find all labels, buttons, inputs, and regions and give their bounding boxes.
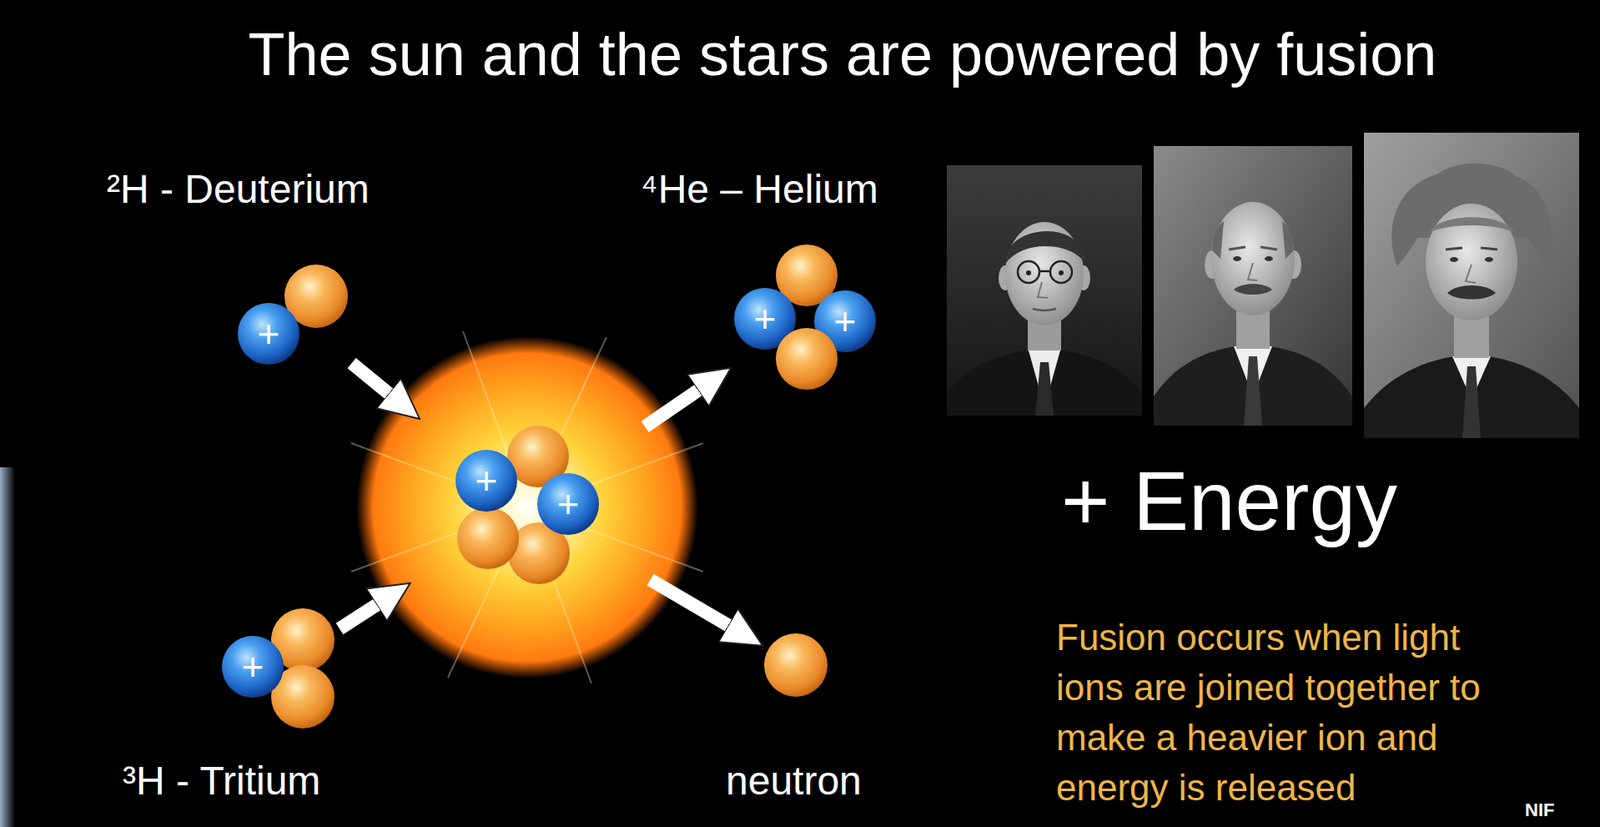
scientist-portrait bbox=[1484, 256, 1494, 262]
watermark: NIF bbox=[1524, 799, 1555, 821]
scientist-portrait bbox=[1447, 285, 1496, 300]
scientist-portrait bbox=[1232, 256, 1242, 262]
reaction-arrow bbox=[339, 596, 390, 629]
fusion-glow bbox=[573, 442, 704, 491]
scientist-portrait bbox=[1058, 270, 1064, 276]
scientist-portrait bbox=[1153, 145, 1353, 426]
scientist-portrait bbox=[1037, 281, 1048, 298]
explanatory-note: Fusion occurs when light ions are joined… bbox=[1056, 612, 1536, 813]
tritium-nucleus: ³H - Tritium+ bbox=[221, 607, 336, 730]
reaction-arrow bbox=[644, 382, 711, 428]
particle-label: ²H - Deuterium bbox=[106, 165, 370, 214]
scientist-portrait bbox=[1233, 283, 1273, 295]
scientist-portrait bbox=[1032, 308, 1057, 311]
fusion-glow bbox=[462, 331, 511, 461]
neutron-particle: neutron bbox=[764, 633, 828, 697]
scientist-portrait bbox=[1005, 231, 1086, 264]
scientist-portrait bbox=[1153, 344, 1353, 426]
edge-glow bbox=[0, 467, 16, 827]
scientist-portrait bbox=[1212, 221, 1224, 259]
fusion-glow bbox=[573, 523, 704, 572]
particle-label: neutron bbox=[725, 756, 862, 806]
scientist-portrait bbox=[1050, 261, 1072, 283]
energy-label: + Energy bbox=[1061, 450, 1398, 551]
scientist-portrait bbox=[1425, 203, 1518, 321]
neutron-sphere bbox=[775, 327, 838, 390]
scientist-portrait bbox=[1228, 246, 1246, 250]
scientist-portrait bbox=[1462, 366, 1481, 438]
scientist-portrait bbox=[1480, 247, 1498, 250]
particle-outline bbox=[764, 633, 828, 697]
scientist-portrait bbox=[1211, 201, 1295, 316]
fusion-reaction: ++ bbox=[389, 369, 665, 645]
scientist-portrait bbox=[1445, 247, 1463, 250]
helium-nucleus: ⁴He – Helium++ bbox=[732, 242, 878, 392]
scientist-portrait bbox=[1026, 270, 1032, 276]
scientist-portrait bbox=[1243, 356, 1263, 426]
particle-label: ⁴He – Helium bbox=[640, 165, 879, 214]
proton-sphere bbox=[537, 472, 599, 535]
fusion-glow bbox=[351, 331, 704, 684]
deuterium-nucleus: ²H - Deuterium+ bbox=[237, 264, 348, 365]
scientist-portrait bbox=[1264, 256, 1273, 262]
scientist-portrait bbox=[1363, 132, 1580, 438]
charge-sign: + bbox=[739, 293, 790, 344]
proton-sphere bbox=[237, 302, 300, 365]
particle-label: ³H - Tritium bbox=[122, 756, 321, 806]
charge-sign: + bbox=[461, 455, 512, 506]
charge-sign: + bbox=[543, 478, 594, 529]
charge-sign: + bbox=[243, 308, 294, 359]
proton-sphere bbox=[221, 635, 284, 698]
scientist-portrait bbox=[946, 165, 1143, 416]
scientist-portrait bbox=[1035, 362, 1054, 416]
scientist-portrait bbox=[946, 165, 1143, 416]
scientist-portrait bbox=[1039, 270, 1051, 273]
scientist-portrait bbox=[1153, 145, 1353, 426]
scientist-portrait bbox=[1363, 354, 1580, 438]
scientist-portrait bbox=[1363, 132, 1580, 438]
reaction-arrow bbox=[649, 579, 741, 634]
scientist-portrait bbox=[1282, 221, 1294, 259]
neutron-sphere bbox=[764, 633, 828, 697]
reaction-arrow bbox=[352, 362, 401, 403]
scientist-portrait bbox=[1017, 261, 1040, 283]
proton-sphere bbox=[455, 449, 518, 512]
scientist-portrait bbox=[1247, 262, 1258, 281]
scientist-portrait bbox=[946, 348, 1143, 416]
particle-outline bbox=[237, 264, 348, 365]
fusion-glow bbox=[351, 331, 704, 684]
charge-sign: + bbox=[820, 296, 871, 347]
neutron-sphere bbox=[457, 507, 519, 569]
particle-outline bbox=[389, 369, 665, 645]
slide-title: The sun and the stars are powered by fus… bbox=[175, 18, 1510, 91]
scientist-portrait bbox=[1449, 256, 1459, 262]
scientist-portrait bbox=[1260, 246, 1278, 250]
scientist-portrait bbox=[1465, 264, 1476, 283]
charge-sign: + bbox=[227, 641, 278, 692]
scientist-portrait bbox=[1428, 216, 1515, 233]
particle-outline bbox=[221, 607, 336, 730]
fusion-glow bbox=[447, 552, 507, 678]
fusion-glow bbox=[356, 336, 699, 679]
